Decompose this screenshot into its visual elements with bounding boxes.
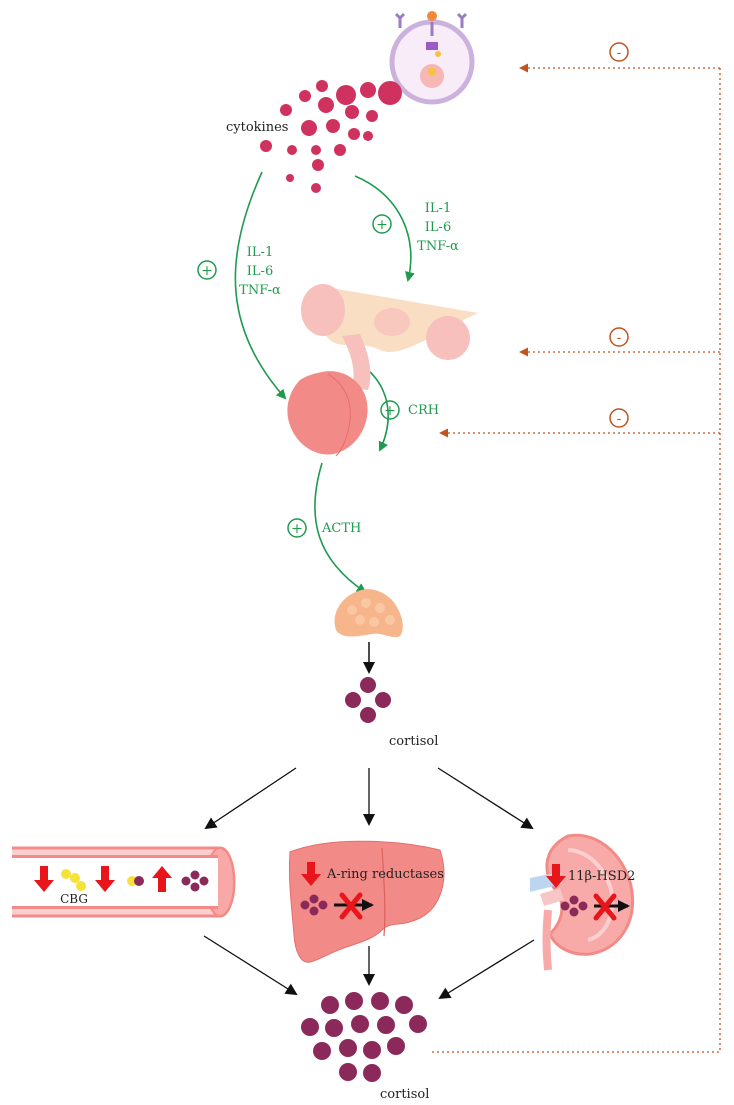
- red-x-icon: [593, 893, 617, 921]
- hypothalamus-pituitary-icon: [287, 284, 478, 457]
- svg-text:TNF-α: TNF-α: [239, 283, 281, 298]
- kidney-to-cortisol-arrow: [438, 939, 535, 1000]
- a-ring-reductases-label: A-ring reductases: [326, 867, 444, 882]
- plus-sign-crh: +: [380, 400, 400, 420]
- cytokine-to-pituitary-arrow: [234, 171, 287, 400]
- svg-text:-: -: [617, 411, 622, 427]
- minus-sign-hypothalamus: -: [609, 327, 629, 347]
- svg-text:+: +: [201, 263, 213, 279]
- svg-text:TNF-α: TNF-α: [417, 239, 459, 254]
- plus-sign-left: +: [197, 260, 217, 280]
- plus-sign-acth: +: [287, 518, 307, 538]
- svg-text:-: -: [617, 330, 622, 346]
- acth-arrow: [314, 462, 367, 594]
- plus-sign-right: +: [372, 214, 392, 234]
- cortisol-top-label: cortisol: [389, 734, 438, 749]
- red-down-arrow-icon: [301, 862, 321, 886]
- svg-text:-: -: [617, 45, 622, 61]
- 11b-hsd2-label: 11β-HSD2: [568, 869, 635, 884]
- right-cytokine-list: IL-1 IL-6 TNF-α: [417, 201, 459, 254]
- red-up-arrow-icon: [152, 866, 172, 892]
- cbg-label: CBG: [60, 892, 88, 906]
- vessel-to-cortisol-arrow: [203, 935, 298, 996]
- svg-text:IL-6: IL-6: [247, 264, 273, 279]
- cbg-bound-cortisol-icon: [127, 876, 144, 886]
- kidney-cortisol-dots: [560, 895, 588, 917]
- minus-sign-immune: -: [609, 42, 629, 62]
- svg-text:+: +: [376, 217, 388, 233]
- crh-arrow: [367, 369, 389, 452]
- svg-text:IL-6: IL-6: [425, 220, 451, 235]
- svg-text:IL-1: IL-1: [425, 201, 451, 216]
- cortisol-bottom-dots: [301, 992, 427, 1082]
- cbg-molecules-icon: [61, 869, 86, 891]
- svg-text:+: +: [384, 403, 396, 419]
- cytokine-dots: [260, 80, 402, 193]
- red-x-icon: [339, 892, 363, 920]
- immune-cell-icon: [389, 11, 475, 105]
- red-down-arrow-icon: [95, 866, 115, 892]
- liver-cortisol-dots: [300, 894, 328, 916]
- crh-label: CRH: [408, 403, 439, 418]
- minus-sign-pituitary: -: [609, 408, 629, 428]
- left-cytokine-list: IL-1 IL-6 TNF-α: [239, 245, 281, 298]
- acth-label: ACTH: [321, 521, 361, 536]
- cytokine-to-hypothalamus-arrow: [354, 175, 415, 282]
- feedback-main-line: [432, 68, 721, 1053]
- cortisol-to-kidney-arrow: [437, 767, 534, 830]
- red-down-arrow-icon: [34, 866, 54, 892]
- cortisol-top-dots: [345, 677, 391, 723]
- cortisol-to-vessel-arrow: [204, 767, 297, 830]
- red-down-arrow-icon: [546, 864, 566, 888]
- svg-text:+: +: [291, 521, 303, 537]
- svg-text:IL-1: IL-1: [247, 245, 273, 260]
- cortisol-bottom-label: cortisol: [380, 1087, 429, 1102]
- cytokines-label: cytokines: [226, 120, 288, 135]
- adrenal-gland-icon: [334, 589, 403, 638]
- free-cortisol-dots: [181, 870, 209, 892]
